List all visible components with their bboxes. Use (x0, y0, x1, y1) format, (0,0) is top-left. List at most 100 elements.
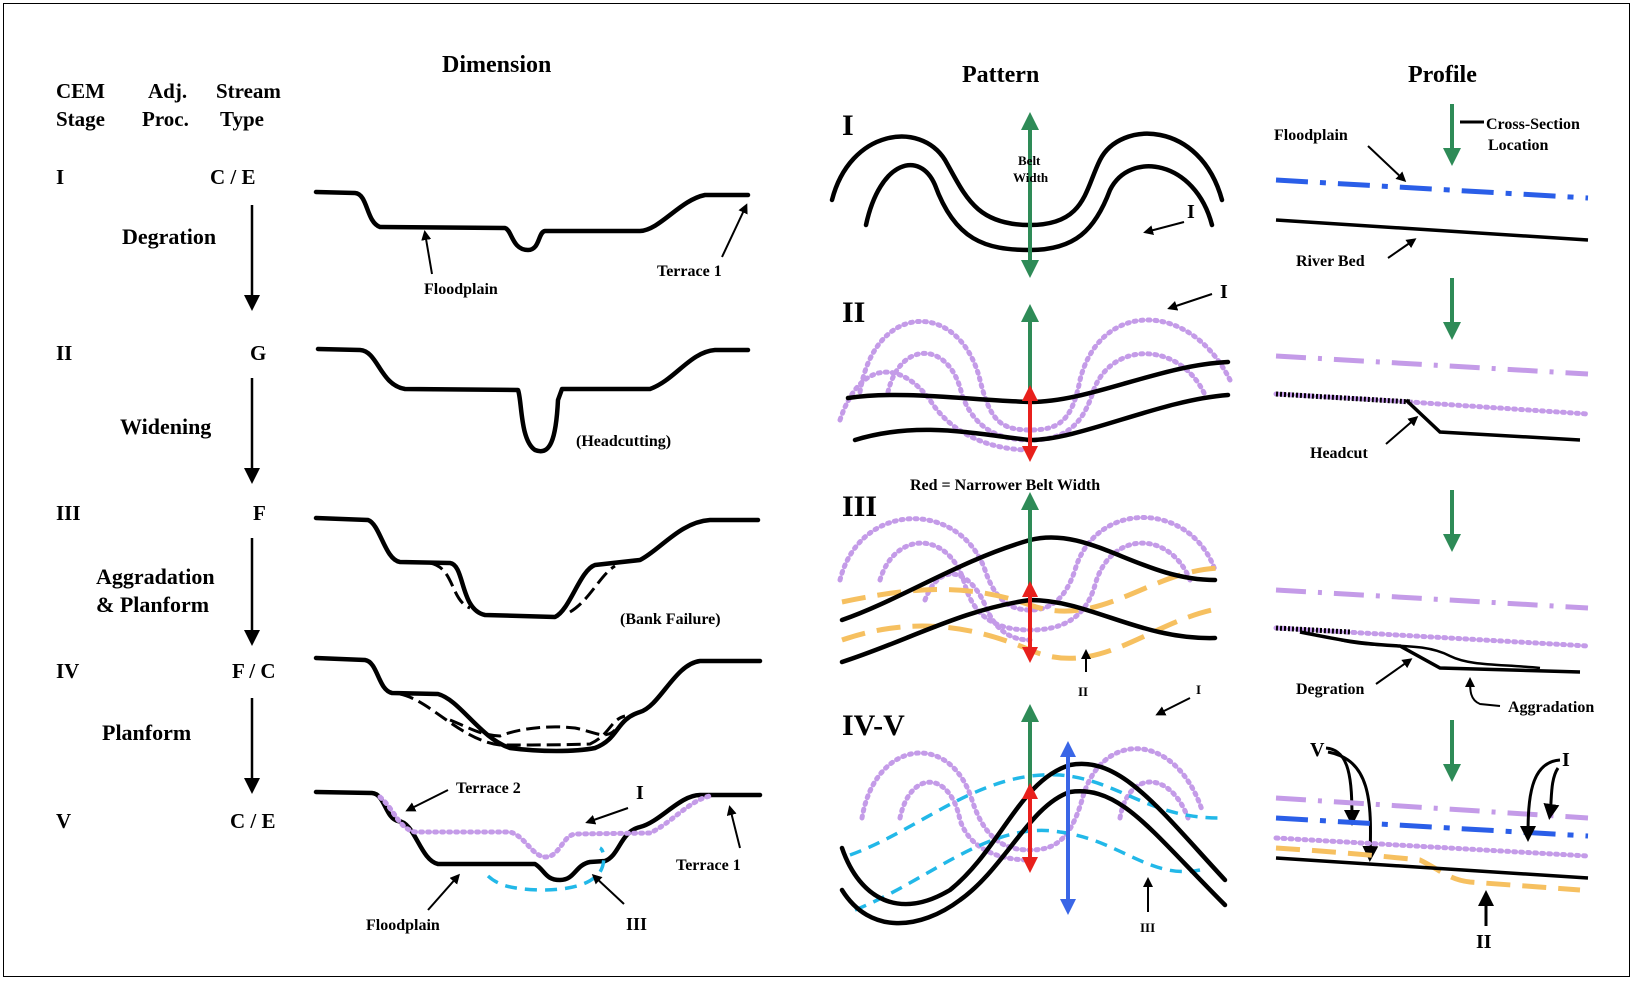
pattern-panel-ii: II (842, 296, 865, 329)
river-bed-label: River Bed (1296, 253, 1365, 270)
pattern-header: Pattern (962, 62, 1039, 88)
proc-label: Proc. (142, 107, 189, 131)
pattern-panel-iv-v: IV-V (842, 709, 905, 742)
floodplain-label-1: Floodplain (424, 281, 498, 298)
pattern-panel-iii: III (842, 490, 877, 523)
profile-v-arrow-1 (1325, 746, 1360, 826)
profile-i-arrow-1 (1520, 758, 1561, 842)
dimension-section-iv-dashed-a (399, 692, 626, 747)
type-label: Type (220, 107, 264, 131)
pattern-iv-i-arrow (1155, 697, 1191, 716)
terrace2-arrow (405, 789, 449, 812)
stage-iv: IV (56, 659, 79, 683)
dimension-section-ii (315, 346, 751, 454)
headcut-label: Headcut (1310, 445, 1368, 462)
process-planform-a: & Planform (96, 592, 209, 617)
floodplain-arrow-1 (421, 230, 433, 275)
profile-iv-lav-dash (1275, 795, 1589, 821)
terrace2-label: Terrace 2 (456, 780, 521, 797)
stream-type-iii: F (253, 501, 266, 525)
dimension-iii-arrow (591, 873, 625, 905)
width-label: Width (1013, 170, 1049, 185)
stage-iii: III (56, 501, 81, 525)
stream-label: Stream (216, 79, 281, 103)
figure-frame (3, 3, 1630, 977)
adj-label: Adj. (148, 79, 187, 103)
stream-type-i: C / E (210, 165, 256, 189)
dimension-section-iii (313, 515, 761, 620)
pattern-iv-upper (839, 761, 1228, 907)
headcutting-label: (Headcutting) (576, 433, 671, 450)
process-degration: Degration (122, 224, 216, 249)
floodplain-arrow-2 (427, 873, 460, 911)
profile-iii-lav-dash (1275, 587, 1589, 611)
pattern-iv-iii: III (1140, 920, 1155, 935)
degration-label: Degration (1296, 681, 1365, 698)
pattern-iv-i: I (1196, 682, 1201, 697)
pattern-ii-roman: I (1220, 281, 1228, 303)
aggradation-label: Aggradation (1508, 699, 1594, 716)
dimension-section-iv (313, 655, 763, 754)
river-bed-arrow (1387, 238, 1417, 259)
profile-header: Profile (1408, 62, 1477, 88)
pattern-i-roman: I (1187, 201, 1195, 223)
profile-iv-orange (1275, 845, 1581, 893)
profile-i-label: I (1562, 749, 1570, 771)
profile-ii-hatch (1275, 391, 1413, 405)
belt-label: Belt (1018, 153, 1041, 168)
pattern-i-arrow (1143, 221, 1185, 236)
pattern-iv-cyan-2 (854, 828, 1201, 912)
dimension-roman-i: I (636, 782, 644, 804)
dimension-section-iii-dashed (429, 561, 616, 614)
profile-iv-lav-dot (1273, 835, 1591, 859)
stream-type-iv: F / C (232, 659, 276, 683)
location-label: Location (1488, 137, 1549, 154)
profile-floodplain-label: Floodplain (1274, 127, 1348, 144)
process-aggradation: Aggradation (96, 564, 215, 589)
process-planform: Planform (102, 720, 191, 745)
dimension-header: Dimension (442, 52, 551, 78)
stage-v: V (56, 809, 71, 833)
profile-ii-lav-dot (1273, 391, 1591, 417)
terrace1-arrow-1 (721, 203, 748, 258)
profile-floodplain-line-1 (1275, 177, 1589, 201)
dimension-iii-dashed (486, 846, 606, 892)
dimension-i-arrow (585, 807, 629, 825)
terrace1-label-1: Terrace 1 (657, 263, 722, 280)
profile-v-arrow-2 (1327, 750, 1379, 862)
aggradation-arrow (1465, 677, 1501, 707)
stage-label: Stage (56, 107, 105, 131)
pattern-ii-lav-3 (837, 369, 1033, 453)
profile-iv-blue (1275, 815, 1589, 839)
terrace1-label-2: Terrace 1 (676, 857, 741, 874)
terrace1-arrow-2 (726, 805, 741, 849)
profile-iii-hatch (1275, 625, 1351, 635)
dimension-section-i (313, 189, 751, 253)
dimension-terrace2-dotted (377, 793, 713, 860)
pattern-iv-cyan-1 (849, 773, 1226, 857)
cem-label: CEM (56, 79, 105, 103)
pattern-panel-i: I (842, 109, 854, 142)
degration-arrow (1375, 658, 1413, 685)
cross-section-label: Cross-Section (1486, 116, 1580, 133)
dimension-roman-iii: III (626, 914, 647, 934)
dimension-section-iv-dashed-b (449, 718, 617, 738)
profile-ii-bed (1404, 398, 1581, 442)
pattern-ii-lav-1 (857, 317, 1233, 433)
pattern-ii-upper (845, 359, 1231, 405)
profile-i-arrow-2 (1543, 767, 1560, 820)
red-note: Red = Narrower Belt Width (910, 477, 1100, 494)
stage-i: I (56, 165, 64, 189)
pattern-iii-ii: II (1078, 684, 1088, 699)
profile-ii-label: II (1476, 931, 1492, 953)
pattern-iv-lower (839, 789, 1228, 926)
pattern-iv-lav-3 (1117, 779, 1191, 821)
pattern-ii-arrow (1167, 293, 1213, 311)
headcut-arrow (1385, 416, 1419, 445)
profile-iv-bed (1275, 856, 1589, 880)
profile-floodplain-arrow (1367, 145, 1407, 183)
profile-ii-lav-dash (1275, 353, 1589, 377)
stage-ii: II (56, 341, 72, 365)
stream-type-ii: G (250, 341, 266, 365)
